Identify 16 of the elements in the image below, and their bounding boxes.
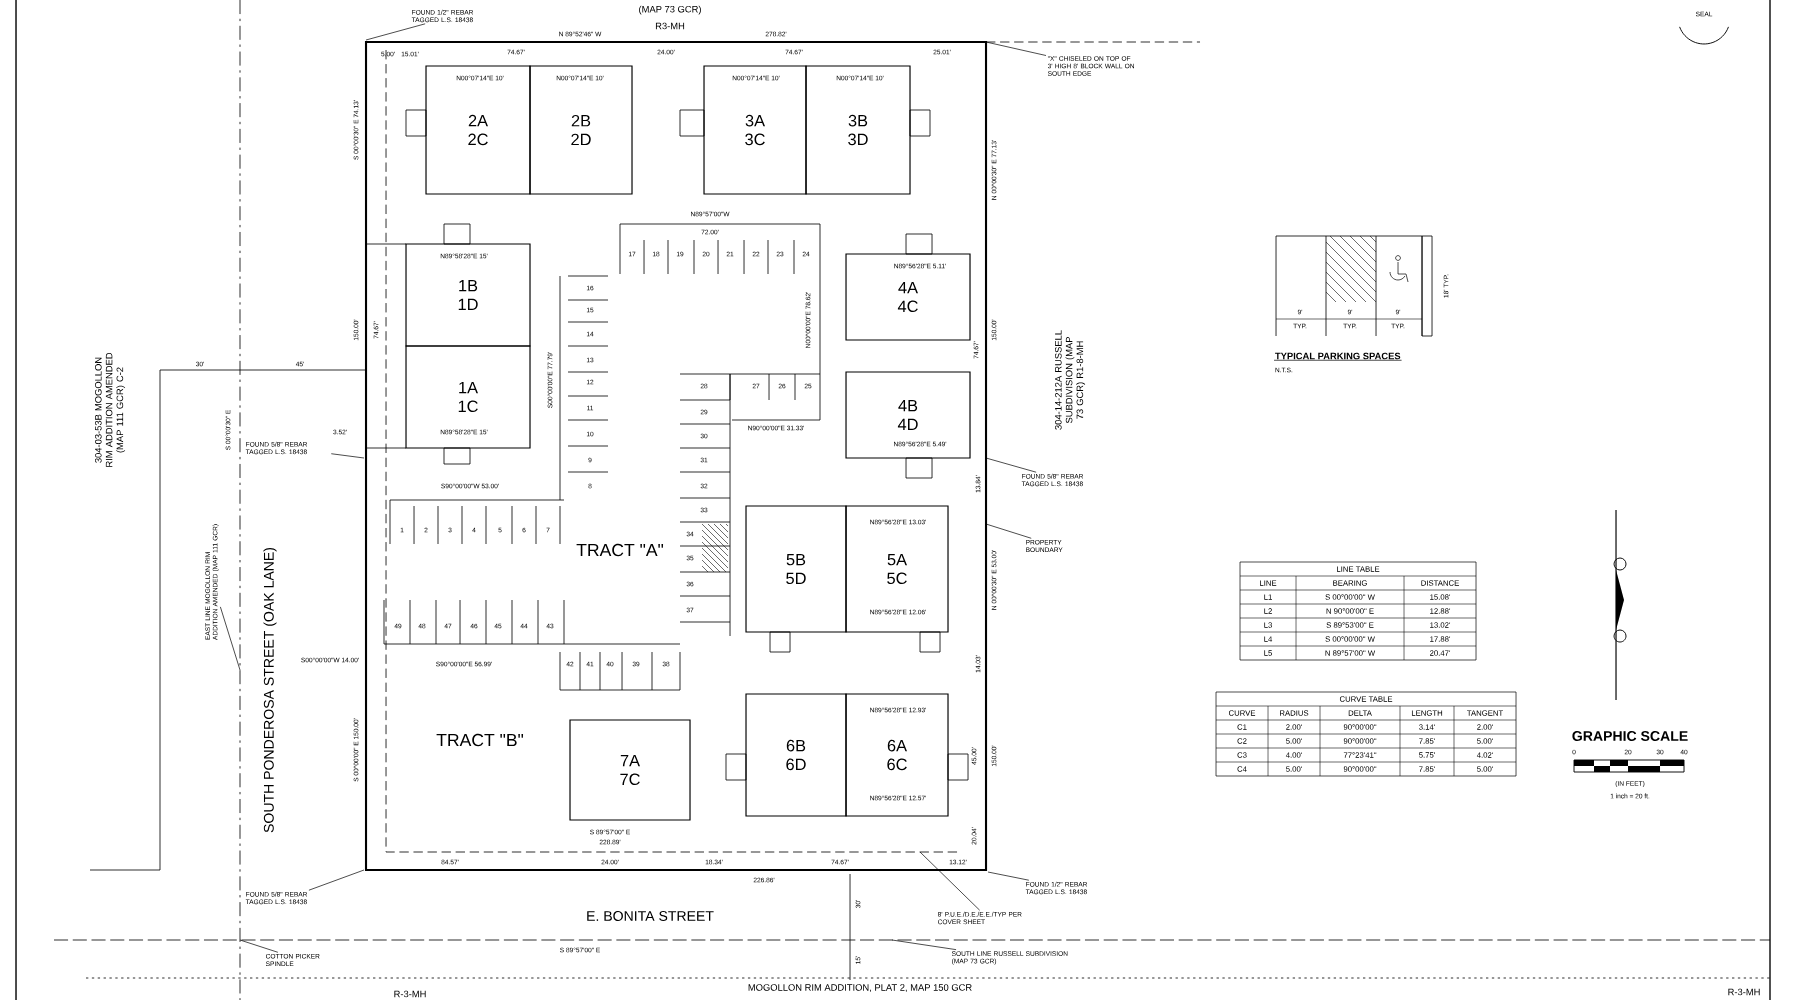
leader-line (985, 523, 1032, 539)
leader-line (330, 453, 365, 459)
unit-building: 5B 5D (745, 505, 847, 633)
leader-line (985, 457, 1037, 473)
leader-line (220, 606, 241, 671)
unit-building: 7A 7C (569, 719, 691, 821)
unit-building: 6B 6D (745, 693, 847, 817)
tract-label: TRACT "A" (576, 543, 664, 557)
leader-line (919, 851, 980, 911)
leader-line (365, 23, 426, 41)
leader-line (308, 869, 365, 891)
tract-label: TRACT "B" (436, 733, 524, 747)
leader-line (987, 871, 1030, 881)
leader-line (985, 41, 1047, 56)
leader-line (891, 939, 957, 950)
leader-line (239, 939, 279, 953)
